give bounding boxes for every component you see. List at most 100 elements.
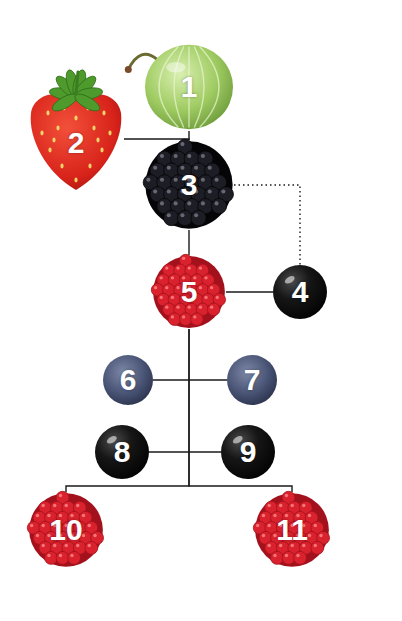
drupelet-highlight	[36, 514, 39, 517]
drupelet-highlight	[208, 190, 212, 194]
blueberry-body	[103, 355, 153, 405]
gooseberry-vein	[200, 47, 219, 128]
drupelet-highlight	[165, 266, 168, 269]
callout-number: 7	[244, 365, 261, 395]
drupelet-highlight	[65, 504, 68, 507]
strawberry-seed	[96, 138, 99, 143]
drupelet-highlight	[174, 178, 178, 182]
drupelet-highlight	[319, 534, 322, 537]
drupelet-highlight	[160, 276, 163, 279]
drupelet-highlight	[36, 534, 39, 537]
drupelet-highlight	[160, 178, 164, 182]
drupelet-highlight	[171, 296, 174, 299]
drupelet-highlight	[188, 266, 191, 269]
drupelet-highlight	[146, 178, 150, 182]
strawberry-seed	[74, 178, 77, 183]
drupelet	[177, 210, 192, 225]
fruit-body	[29, 493, 103, 567]
drupelet-highlight	[285, 494, 288, 497]
blueberry-node: 6	[103, 355, 153, 405]
drupelet	[68, 551, 81, 564]
drupelet-highlight	[93, 534, 96, 537]
drupelet-highlight	[215, 178, 219, 182]
callout-number: 4	[292, 277, 309, 307]
drupelet-highlight	[176, 305, 179, 308]
drupelet-highlight	[210, 286, 213, 289]
drupelet-highlight	[262, 534, 265, 537]
drupelet-highlight	[267, 504, 270, 507]
raspberry-node: 5	[152, 255, 226, 329]
drupelet-highlight	[180, 213, 184, 217]
gooseberry-node: 1	[145, 43, 233, 131]
drupelet	[179, 313, 192, 326]
strawberry-node: 2	[28, 88, 124, 190]
drupelet-highlight	[201, 178, 205, 182]
drupelet-highlight	[182, 257, 185, 260]
drupelet	[164, 210, 179, 225]
drupelet-highlight	[182, 315, 185, 318]
drupelet-highlight	[291, 504, 294, 507]
strawberry-seed	[74, 116, 77, 121]
drupelet-highlight	[167, 166, 171, 170]
strawberry-seed	[48, 148, 51, 153]
gooseberry-vein	[159, 47, 178, 128]
connector-line	[149, 451, 221, 452]
drupelet-highlight	[208, 166, 212, 170]
drupelet-highlight	[176, 266, 179, 269]
drupelet-highlight	[302, 504, 305, 507]
drupelet-highlight	[279, 504, 282, 507]
currant-body	[273, 265, 327, 319]
drupelet-highlight	[153, 166, 157, 170]
drupelet-highlight	[174, 201, 178, 205]
drupelet-highlight	[210, 305, 213, 308]
drupelet-highlight	[262, 514, 265, 517]
connector-line	[188, 230, 189, 255]
callout-number: 6	[120, 365, 137, 395]
drupelet-highlight	[76, 504, 79, 507]
connector-line	[226, 291, 273, 292]
drupelet-highlight	[308, 534, 311, 537]
strawberry-seed	[60, 164, 63, 169]
drupelet	[207, 303, 220, 316]
currant-node: 8	[95, 425, 149, 479]
gooseberry-tip	[125, 66, 132, 73]
callout-number: 8	[114, 437, 131, 467]
drupelet-highlight	[41, 504, 44, 507]
fruit-body	[153, 256, 225, 328]
drupelet-highlight	[267, 544, 270, 547]
strawberry-seed	[100, 148, 103, 153]
strawberry-seed	[108, 131, 111, 136]
raspberry-node: 11	[254, 492, 330, 568]
drupelet-highlight	[216, 296, 219, 299]
drupelet-highlight	[160, 296, 163, 299]
callout-number: 9	[240, 437, 257, 467]
drupelet-highlight	[70, 554, 73, 557]
strawberry-seed	[88, 164, 91, 169]
currant-node: 9	[221, 425, 275, 479]
callout-number: 3	[181, 170, 198, 200]
drupelet-highlight	[171, 315, 174, 318]
currant-body	[221, 425, 275, 479]
drupelet-highlight	[199, 266, 202, 269]
drupelet	[191, 313, 204, 326]
drupelet-highlight	[314, 524, 317, 527]
drupelet-highlight	[88, 524, 91, 527]
drupelet-highlight	[165, 286, 168, 289]
callout-number: 1	[181, 72, 198, 102]
currant-body	[95, 425, 149, 479]
drupelet-highlight	[47, 554, 50, 557]
connector-line	[66, 329, 189, 492]
drupelet-highlight	[153, 190, 157, 194]
drupelet-highlight	[201, 154, 205, 158]
drupelet	[271, 551, 284, 564]
drupelet-highlight	[53, 504, 56, 507]
callout-number: 5	[181, 277, 198, 307]
drupelet	[211, 199, 226, 214]
drupelet-highlight	[204, 276, 207, 279]
drupelet-highlight	[256, 524, 259, 527]
drupelet-highlight	[285, 554, 288, 557]
drupelet-highlight	[160, 201, 164, 205]
drupelet	[168, 313, 181, 326]
drupelet-highlight	[201, 201, 205, 205]
drupelet-highlight	[215, 201, 219, 205]
